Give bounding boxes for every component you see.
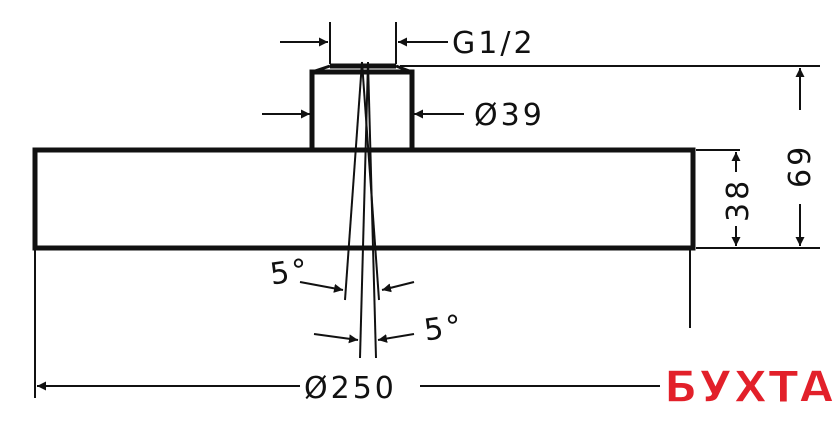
connector-neck xyxy=(309,69,415,148)
axis-line-d xyxy=(367,61,377,359)
label-connector-diameter: Ø39 xyxy=(474,98,545,133)
label-diameter: Ø250 xyxy=(304,371,397,406)
dimension-arrows xyxy=(37,37,805,391)
label-thread: G1/2 xyxy=(452,26,536,61)
dimension-labels: G1/2 Ø39 69 38 5° 5° Ø250 xyxy=(268,26,818,406)
label-height-total: 69 xyxy=(783,144,818,188)
axis-line-a xyxy=(344,61,363,301)
axis-line-c xyxy=(359,61,369,359)
watermark-logo: БУХТА xyxy=(664,362,834,413)
label-angle-right: 5° xyxy=(422,308,467,348)
label-height-body: 38 xyxy=(721,178,756,222)
label-angle-left: 5° xyxy=(268,252,313,292)
shower-head-body xyxy=(32,147,696,251)
drawing-lines xyxy=(32,22,820,398)
